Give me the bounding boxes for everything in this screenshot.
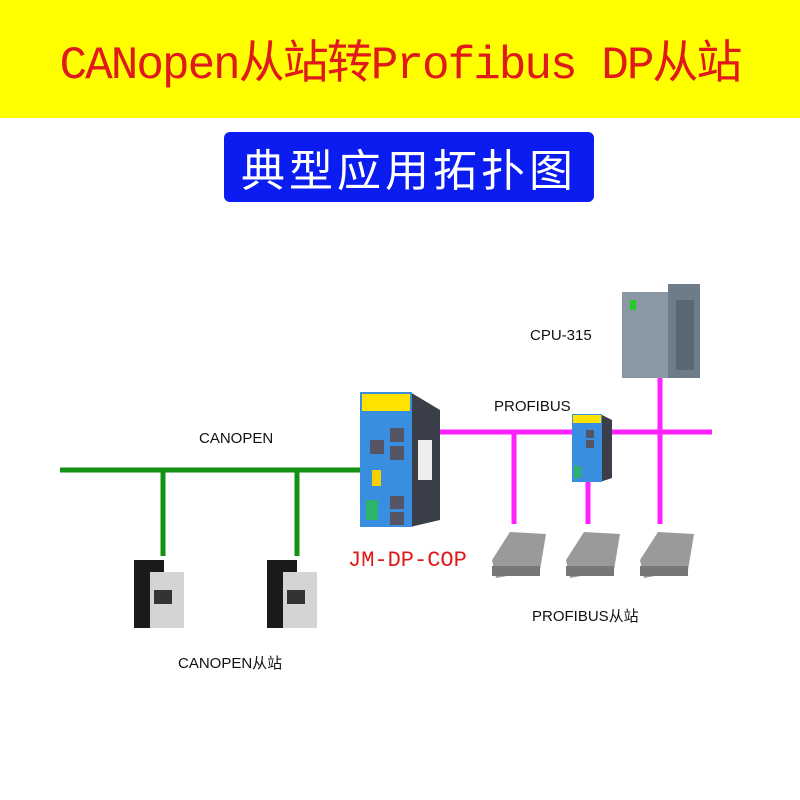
profibus-bus-label: PROFIBUS: [494, 398, 571, 415]
gateway-model-label: JM-DP-COP: [348, 548, 467, 573]
profibus-slave-2: [566, 532, 620, 578]
page-title: CANopen从站转Profibus DP从站: [59, 40, 743, 92]
cpu-label: CPU-315: [530, 327, 592, 344]
title-banner: CANopen从站转Profibus DP从站: [0, 0, 800, 118]
subtitle: 典型应用拓扑图: [224, 132, 594, 202]
profibus-slave-1: [492, 532, 546, 578]
canopen-bus: [60, 467, 362, 556]
gateway-device: [360, 392, 440, 527]
canopen-drive-1: [134, 560, 184, 628]
gateway-device-small: [572, 414, 612, 482]
canopen-bus-label: CANOPEN: [199, 430, 274, 447]
canopen-drive-2: [267, 560, 317, 628]
profibus-slave-3: [640, 532, 694, 578]
plc-cpu: [622, 284, 700, 378]
canopen-slaves-label: CANOPEN从站: [178, 655, 283, 672]
profibus-slaves-label: PROFIBUS从站: [532, 608, 639, 625]
